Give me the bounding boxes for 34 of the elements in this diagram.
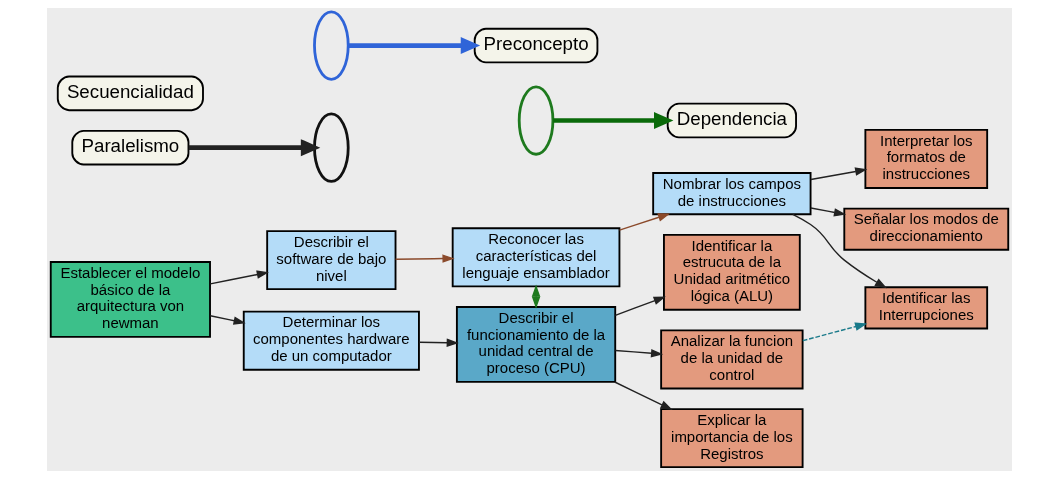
node-box: Dependencia	[666, 102, 797, 139]
node-ellipse	[517, 85, 554, 156]
arrow	[614, 349, 663, 358]
node-ellipse	[312, 112, 350, 183]
node-box: Establecer el modelo básico de la arquitectura von newman	[49, 261, 211, 338]
arrow	[809, 207, 846, 217]
node-box: Describir el software de bajo nivel	[265, 230, 396, 291]
node-box: Identificar las Interrupciones	[863, 286, 988, 330]
node-box: Determinar los componentes hardware de un computador	[242, 310, 420, 371]
node-box: Señalar los modos de direccionamiento	[842, 207, 1009, 251]
node-box: Secuencialidad	[56, 75, 204, 112]
arrow	[801, 322, 867, 342]
arrow	[614, 296, 666, 316]
arrow	[809, 167, 867, 181]
node-box: Interpretar los formatos de instrucciones	[863, 128, 988, 189]
node-box: Explicar la importancia de los Registros	[659, 408, 804, 469]
node-box: Analizar la funcion de la unidad de control	[659, 329, 804, 390]
arrow	[418, 338, 459, 348]
node-box: Nombrar los campos de instrucciones	[651, 172, 811, 216]
arrow	[209, 315, 246, 325]
node-ellipse	[312, 10, 350, 81]
arrow	[791, 213, 887, 289]
arrow	[394, 254, 455, 263]
arrow	[348, 37, 480, 55]
arrow	[209, 270, 269, 285]
arrow	[552, 112, 673, 129]
node-box: Identificar la estrucuta de la Unidad aritmético lógica (ALU)	[662, 233, 801, 311]
node-box: Describir el funcionamiento de la unidad central de proceso (CPU)	[455, 306, 616, 383]
arrow	[613, 381, 673, 410]
node-box: Paralelismo	[70, 129, 189, 166]
arrow	[188, 139, 320, 157]
arrow	[618, 213, 670, 231]
node-box: Reconocer las características del lenguaje ensamblador	[451, 227, 620, 288]
node-box: Preconcepto	[473, 27, 598, 64]
